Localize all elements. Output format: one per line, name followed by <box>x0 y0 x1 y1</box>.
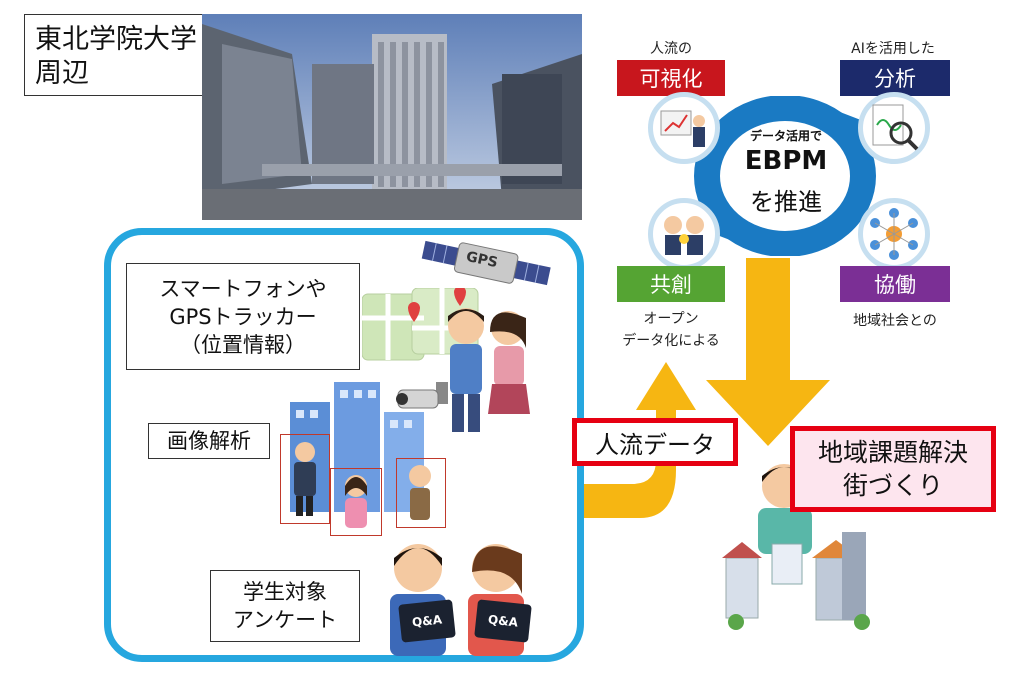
policy-flow-arrow <box>706 258 830 446</box>
collaborate-caption: 地域社会との <box>853 313 937 329</box>
image-analysis-text: 画像解析 <box>167 429 251 453</box>
people-flow-data-label: 人流データ <box>572 418 738 466</box>
visualize-caption: 人流の <box>650 41 692 57</box>
town-planning-illustration <box>722 462 872 632</box>
visualize-circle <box>648 92 720 164</box>
idea-people-icon <box>664 216 704 255</box>
gps-satellite-icon: GPS <box>420 234 552 294</box>
analyze-label: 分析 <box>840 60 950 96</box>
smartphone-gps-label: スマートフォンや GPSトラッカー （位置情報） <box>126 263 360 370</box>
pedestrian-icon <box>340 472 372 534</box>
detected-person-box <box>330 468 382 536</box>
cocreate-caption-line2: データ化による <box>622 333 720 349</box>
cocreate-circle <box>648 198 720 270</box>
survey-line2: アンケート <box>232 608 338 632</box>
students-survey-icon: Q&A Q&A <box>376 538 546 656</box>
analysis-icon <box>872 104 919 151</box>
data-flow-arrow <box>584 362 696 518</box>
detected-person-box <box>396 458 446 528</box>
image-analysis-label: 画像解析 <box>148 423 270 459</box>
location-title-box: 東北学院大学 周辺 <box>24 14 214 96</box>
people-flow-data-text: 人流データ <box>595 430 715 459</box>
presentation-icon <box>660 110 705 147</box>
visualize-label: 可視化 <box>617 60 725 96</box>
pedestrian-icon <box>404 462 436 526</box>
cocreate-caption-line1: オープン <box>643 311 699 327</box>
smartphone-line2: GPSトラッカー <box>169 304 317 329</box>
smartphone-line3: （位置情報） <box>180 332 306 357</box>
ebpm-line3: を推進 <box>750 188 822 216</box>
collaborate-label: 協働 <box>840 266 950 302</box>
analyze-circle <box>858 92 930 164</box>
cocreate-label: 共創 <box>617 266 725 302</box>
location-title-line2: 周辺 <box>35 58 89 89</box>
outcome-box: 地域課題解決 街づくり <box>790 426 996 512</box>
location-title-line1: 東北学院大学 <box>35 24 197 55</box>
survey-label: 学生対象 アンケート <box>210 570 360 642</box>
pedestrian-icon <box>290 440 320 522</box>
outcome-line1: 地域課題解決 <box>817 438 968 467</box>
campus-photo <box>202 14 582 220</box>
cctv-camera-icon <box>392 380 452 420</box>
ebpm-line1: データ活用で <box>749 129 822 143</box>
smartphone-line1: スマートフォンや <box>159 276 327 301</box>
detected-person-box <box>280 434 330 524</box>
analyze-caption: AIを活用した <box>851 41 935 57</box>
ebpm-line2: EBPM <box>744 146 828 176</box>
collaborate-circle <box>858 198 930 270</box>
survey-line1: 学生対象 <box>242 580 327 604</box>
smartphone-users-icon <box>438 296 538 436</box>
outcome-line2: 街づくり <box>842 471 943 500</box>
community-network-icon <box>870 208 918 260</box>
